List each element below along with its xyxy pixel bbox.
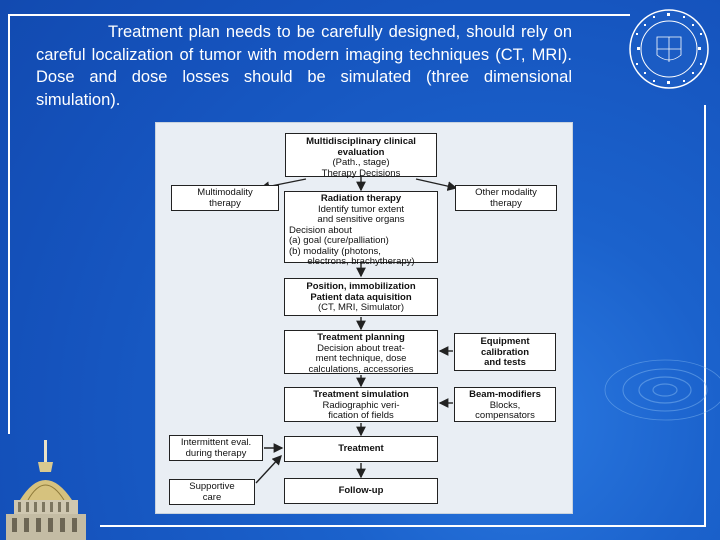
- frame-line-left: [8, 14, 10, 434]
- body-text-content: Treatment plan needs to be carefully des…: [36, 23, 572, 109]
- box-multimodality: Multimodality therapy: [171, 185, 279, 211]
- university-seal-icon: [629, 9, 709, 89]
- box-treatment-simulation: Treatment simulation Radiographic veri- …: [284, 387, 438, 422]
- box-equipment-calibration: Equipment calibration and tests: [454, 333, 556, 371]
- body-text: Treatment plan needs to be carefully des…: [36, 21, 572, 111]
- box-treatment-planning: Treatment planning Decision about treat-…: [284, 330, 438, 374]
- arrow-to-other-modality: [415, 178, 458, 191]
- box-follow-up: Follow-up: [284, 478, 438, 504]
- flowchart-arrows: [255, 177, 458, 484]
- arrow-supportive-to-treatment: [255, 454, 282, 484]
- box-beam-modifiers: Beam-modifiers Blocks, compensators: [454, 387, 556, 422]
- box-radiation-therapy: Radiation therapy Identify tumor extent …: [284, 191, 438, 267]
- box-supportive-care: Supportive care: [169, 479, 255, 505]
- golden-dome-icon: [6, 440, 86, 540]
- frame-line-right: [704, 105, 706, 525]
- treatment-flowchart: Multidisciplinary clinical evaluation (P…: [155, 122, 573, 514]
- box-multidisciplinary: Multidisciplinary clinical evaluation (P…: [285, 133, 437, 178]
- water-ripple-decoration: [604, 359, 720, 421]
- frame-line-top: [8, 14, 630, 16]
- box-intermittent-eval: Intermittent eval. during therapy: [169, 435, 263, 461]
- box-other-modality: Other modality therapy: [455, 185, 557, 211]
- box-position-immobilization: Position, immobilization Patient data aq…: [284, 278, 438, 316]
- frame-line-bottom: [100, 525, 706, 527]
- box-treatment: Treatment: [284, 436, 438, 462]
